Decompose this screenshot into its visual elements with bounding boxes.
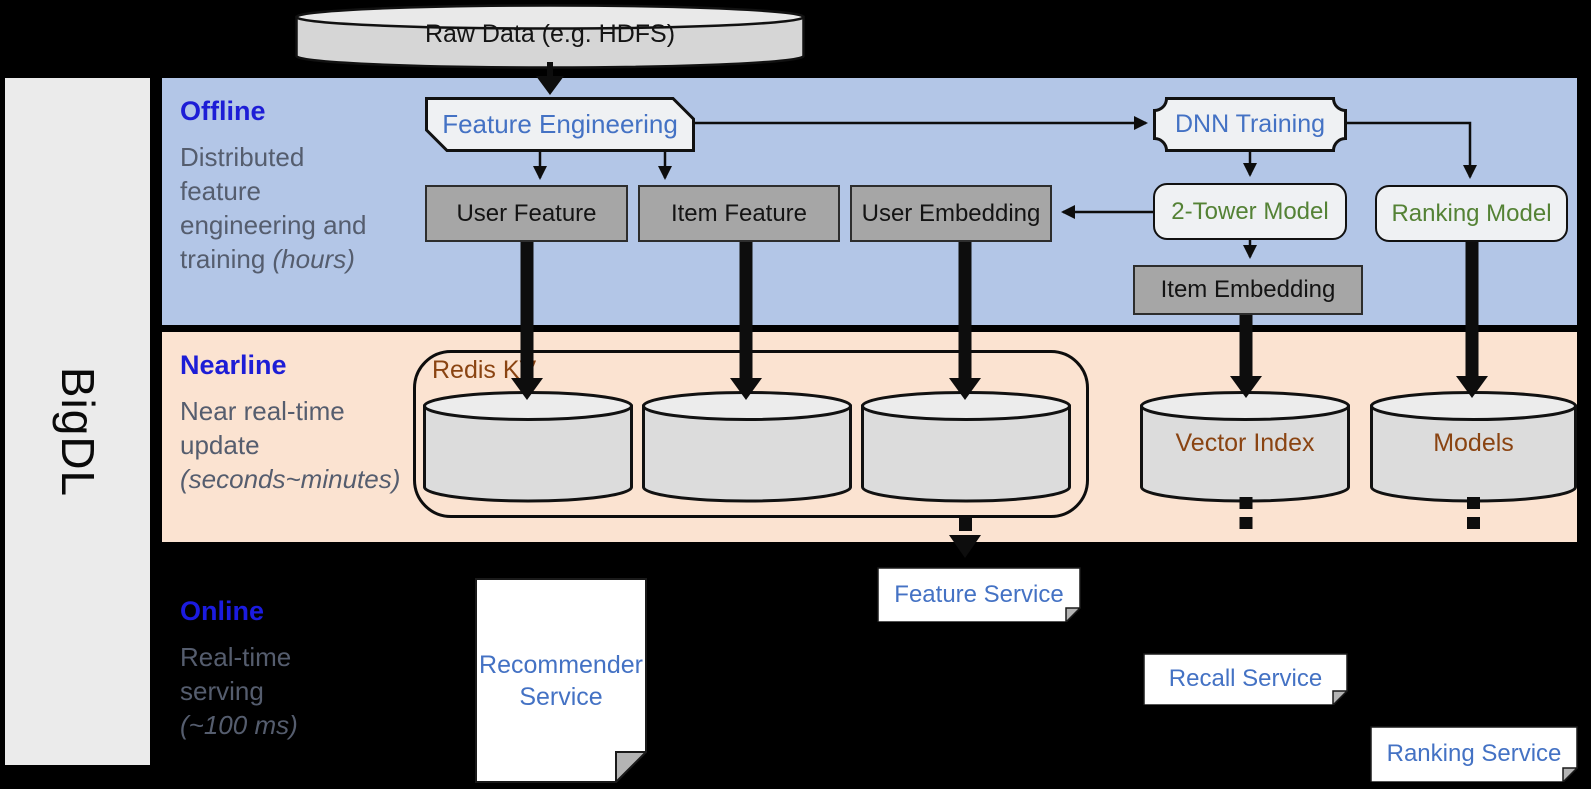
dnn-training-label: DNN Training (1174, 110, 1326, 138)
offline-band-title: Offline (180, 96, 266, 126)
redis-shard-cylinder-3 (861, 391, 1071, 507)
recall-service-node: Recall Service (1143, 653, 1348, 705)
raw-data-store: Raw Data (e.g. HDFS) (295, 4, 805, 72)
redis-kv-label: Redis KV (432, 356, 537, 384)
cylinder-shape (1140, 391, 1350, 503)
cylinder-shape (1370, 391, 1577, 503)
cylinder-shape (861, 391, 1071, 503)
feature-engineering-label: Feature Engineering (442, 109, 678, 139)
nearline-band-title: Nearline (180, 350, 287, 380)
redis-shard-cylinder-1 (423, 391, 633, 507)
recommender-service-label: Recommender Service (479, 650, 643, 711)
two-tower-model-node: 2-Tower Model (1153, 183, 1347, 240)
feature-service-label: Feature Service (894, 580, 1064, 608)
plaque-shape (1153, 97, 1347, 152)
ranking-service-label: Ranking Service (1386, 740, 1562, 767)
item-feature-node: Item Feature (638, 185, 840, 242)
user-embedding-node: User Embedding (850, 185, 1052, 242)
offline-band-desc: Distributed feature engineering and trai… (180, 142, 367, 274)
raw-data-label: Raw Data (e.g. HDFS) (424, 20, 676, 48)
cylinder-shape (423, 391, 633, 503)
online-band-title: Online (180, 596, 265, 626)
user-feature-node: User Feature (425, 185, 628, 242)
bigdl-sidebar (5, 78, 150, 765)
document-shape (475, 578, 647, 783)
vector-index-store: Vector Index (1140, 391, 1350, 507)
ranking-service-node: Ranking Service (1370, 726, 1578, 782)
vector-index-label: Vector Index (1175, 429, 1315, 457)
cylinder-shape (295, 4, 805, 69)
cylinder-shape (642, 391, 852, 503)
models-label: Models (1433, 429, 1514, 457)
document-shape (1370, 726, 1578, 782)
recommender-service-node: Recommender Service (475, 578, 647, 783)
online-band-desc: Real-time serving (~100 ms) (180, 642, 298, 740)
snip-rect-shape (425, 97, 695, 152)
document-shape (1143, 653, 1348, 705)
bigdl-brand-label: BigDL (52, 366, 104, 498)
feature-service-node: Feature Service (877, 567, 1081, 622)
nearline-band-desc: Near real-time update (seconds~minutes) (180, 396, 401, 494)
models-store: Models (1370, 391, 1577, 507)
redis-shard-cylinder-2 (642, 391, 852, 507)
ranking-model-node: Ranking Model (1375, 185, 1568, 242)
document-shape (877, 567, 1081, 622)
item-embedding-node: Item Embedding (1133, 265, 1363, 315)
dnn-training-node: DNN Training (1153, 97, 1347, 152)
feature-engineering-node: Feature Engineering (425, 97, 695, 152)
recall-service-label: Recall Service (1168, 665, 1323, 692)
